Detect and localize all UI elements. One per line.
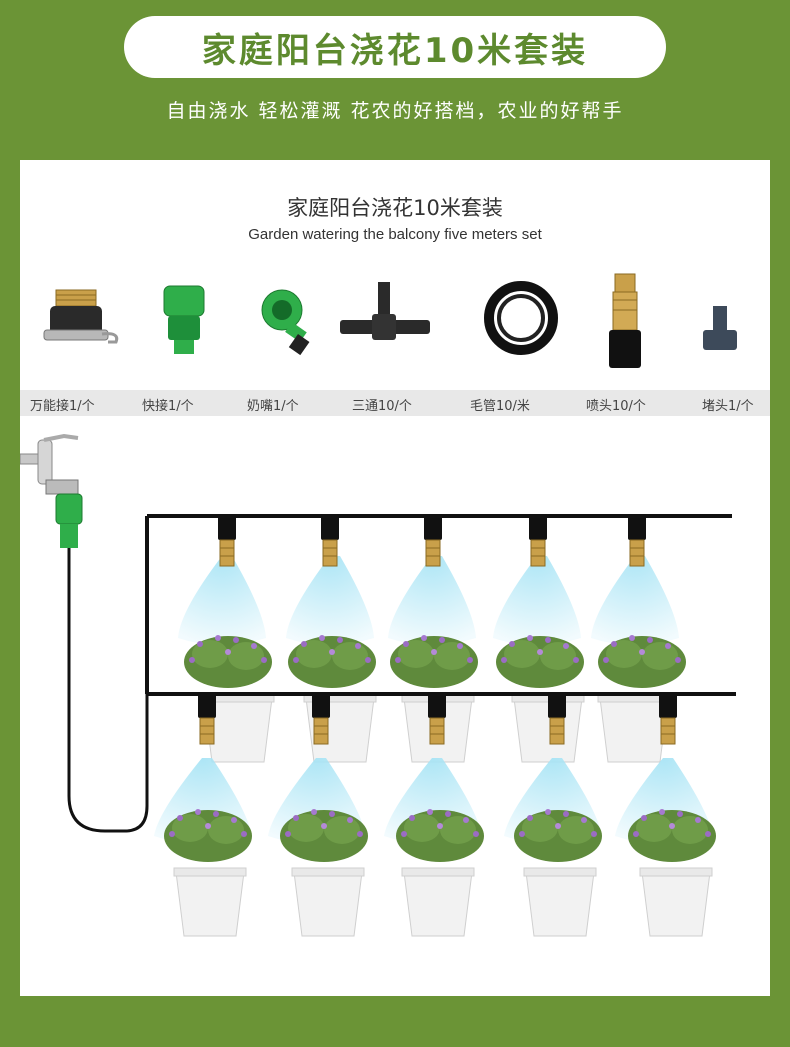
tee-connector-icon: [330, 270, 430, 390]
quick-connector-icon: [142, 270, 242, 390]
product-label: 奶嘴1/个: [247, 399, 299, 414]
capillary-tube-icon: [475, 270, 575, 390]
product-label: 快接1/个: [142, 399, 194, 414]
nipple-connector-icon: [242, 270, 342, 390]
end-plug-icon: [685, 270, 770, 390]
header-title: 家庭阳台浇花10米套装: [124, 16, 666, 78]
product-label: 三通10/个: [352, 399, 412, 414]
product-label: 毛管10/米: [470, 399, 530, 414]
product-row: [20, 270, 770, 390]
header-tagline: 自由浇水 轻松灌溉 花农的好搭档，农业的好帮手: [166, 100, 624, 122]
faucet-icon: [20, 433, 83, 548]
product-label-bar: 万能接1/个 快接1/个 奶嘴1/个 三通10/个 毛管10/米 喷头10/个 …: [20, 390, 770, 416]
panel-title: 家庭阳台浇花10米套装: [287, 196, 503, 220]
product-label: 喷头10/个: [586, 399, 646, 414]
panel-subtitle: Garden watering the balcony five meters …: [248, 226, 542, 243]
product-label: 堵头1/个: [702, 399, 754, 414]
spray-nozzle-icon: [585, 270, 685, 390]
product-label: 万能接1/个: [30, 399, 95, 414]
universal-connector-icon: [32, 270, 132, 390]
irrigation-scene: [20, 416, 770, 996]
product-panel: 家庭阳台浇花10米套装 Garden watering the balcony …: [20, 160, 770, 996]
